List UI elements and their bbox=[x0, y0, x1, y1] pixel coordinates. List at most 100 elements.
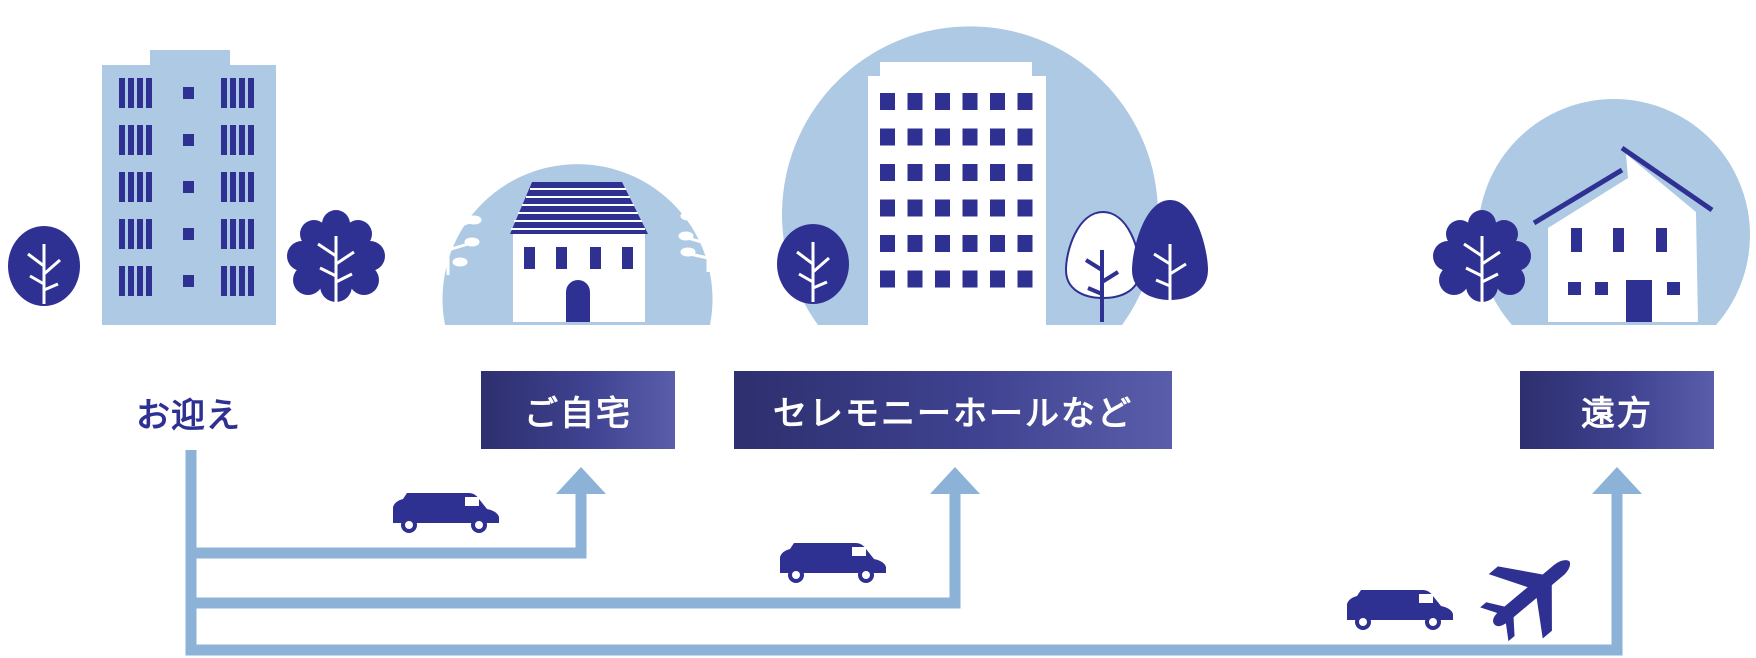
window bbox=[880, 128, 895, 146]
window bbox=[248, 125, 254, 155]
window bbox=[248, 78, 254, 108]
window bbox=[239, 219, 245, 249]
window bbox=[239, 266, 245, 296]
window bbox=[146, 78, 152, 108]
window bbox=[962, 93, 978, 110]
window bbox=[1017, 93, 1033, 110]
window bbox=[990, 270, 1005, 288]
ceremony-hall-icon bbox=[868, 62, 1046, 325]
window bbox=[880, 270, 895, 288]
tree-icon bbox=[1132, 200, 1208, 300]
window bbox=[907, 199, 923, 217]
hall-label: セレモニーホールなど bbox=[734, 371, 1172, 449]
tree-icon bbox=[285, 208, 387, 308]
house-icon bbox=[510, 182, 648, 322]
window bbox=[119, 266, 125, 296]
far-scene bbox=[1431, 99, 1750, 326]
window bbox=[248, 219, 254, 249]
window bbox=[907, 235, 923, 252]
home-scene bbox=[442, 164, 713, 325]
arrow-up-icon bbox=[556, 467, 606, 494]
window bbox=[183, 181, 194, 193]
window bbox=[119, 78, 125, 108]
window bbox=[183, 275, 194, 287]
window bbox=[183, 228, 194, 240]
route-home bbox=[185, 450, 587, 559]
window bbox=[137, 78, 143, 108]
window bbox=[146, 172, 152, 202]
hearse-icon bbox=[1347, 590, 1453, 630]
window bbox=[230, 266, 236, 296]
window bbox=[990, 235, 1005, 252]
window bbox=[907, 93, 923, 110]
window bbox=[137, 125, 143, 155]
window bbox=[221, 172, 227, 202]
window bbox=[962, 235, 978, 252]
hearse-icon bbox=[780, 543, 886, 583]
window bbox=[239, 172, 245, 202]
window bbox=[183, 87, 194, 99]
window bbox=[119, 172, 125, 202]
window bbox=[880, 199, 895, 217]
window bbox=[935, 235, 950, 252]
route-hall bbox=[185, 492, 961, 609]
window bbox=[128, 219, 134, 249]
route-far bbox=[185, 492, 1623, 656]
window bbox=[935, 164, 950, 181]
window bbox=[183, 134, 194, 146]
window bbox=[128, 78, 134, 108]
window bbox=[990, 128, 1005, 146]
window bbox=[248, 172, 254, 202]
window bbox=[1017, 199, 1033, 217]
window bbox=[880, 93, 895, 110]
home-label: ご自宅 bbox=[481, 371, 675, 449]
window bbox=[248, 266, 254, 296]
tree-icon bbox=[1064, 210, 1142, 322]
window bbox=[935, 199, 950, 217]
window bbox=[1017, 270, 1033, 288]
window bbox=[990, 164, 1005, 181]
hall-scene bbox=[775, 26, 1208, 325]
window bbox=[935, 93, 950, 110]
window bbox=[907, 270, 923, 288]
window bbox=[137, 172, 143, 202]
window bbox=[137, 219, 143, 249]
tree-icon bbox=[6, 224, 82, 308]
window bbox=[128, 266, 134, 296]
window bbox=[146, 266, 152, 296]
window bbox=[907, 128, 923, 146]
window bbox=[935, 270, 950, 288]
window bbox=[907, 164, 923, 181]
window bbox=[137, 266, 143, 296]
window bbox=[1017, 128, 1033, 146]
window bbox=[119, 125, 125, 155]
window bbox=[880, 235, 895, 252]
tree-icon bbox=[775, 222, 851, 306]
window bbox=[880, 164, 895, 181]
pickup-label: お迎え bbox=[136, 396, 241, 436]
window bbox=[962, 270, 978, 288]
window bbox=[990, 199, 1005, 217]
window bbox=[146, 219, 152, 249]
window bbox=[221, 125, 227, 155]
window bbox=[128, 125, 134, 155]
window bbox=[221, 78, 227, 108]
window bbox=[221, 266, 227, 296]
far-label: 遠方 bbox=[1520, 371, 1714, 449]
window bbox=[230, 219, 236, 249]
window bbox=[119, 219, 125, 249]
route-lines bbox=[185, 450, 1623, 656]
house-icon bbox=[1532, 145, 1714, 322]
tree-icon bbox=[446, 190, 710, 275]
window bbox=[239, 125, 245, 155]
window bbox=[962, 164, 978, 181]
window bbox=[935, 128, 950, 146]
window bbox=[221, 219, 227, 249]
window bbox=[230, 125, 236, 155]
hospital-building-icon bbox=[102, 50, 276, 325]
window bbox=[962, 199, 978, 217]
window bbox=[239, 78, 245, 108]
window bbox=[990, 93, 1005, 110]
window bbox=[230, 172, 236, 202]
window bbox=[146, 125, 152, 155]
